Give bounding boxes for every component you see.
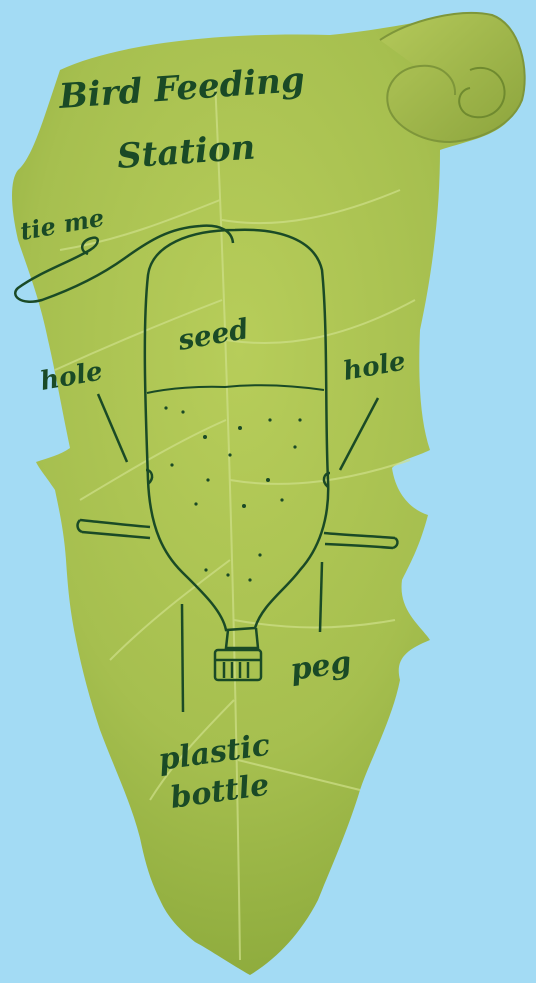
leaf-scroll-curl bbox=[380, 13, 525, 142]
leaf-shape bbox=[12, 12, 518, 975]
